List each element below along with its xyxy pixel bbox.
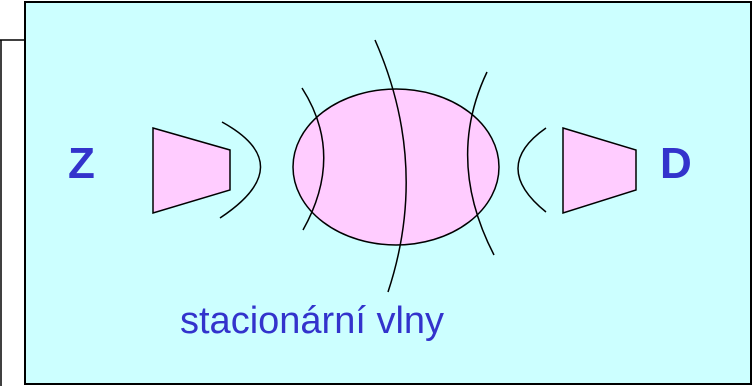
standing-wave-line-1 — [301, 87, 325, 231]
emitted-wavefront — [219, 121, 262, 219]
resonator-ellipse — [292, 88, 500, 246]
standing-wave-line-3 — [466, 71, 495, 256]
source-label: Z — [68, 139, 95, 188]
detector-label: D — [660, 139, 692, 188]
detector-shape — [562, 126, 637, 215]
standing-wave-line-2 — [374, 39, 407, 293]
diagram-caption: stacionární vlny — [180, 300, 444, 342]
emitter-shape — [152, 127, 231, 215]
received-wavefront — [517, 127, 547, 213]
